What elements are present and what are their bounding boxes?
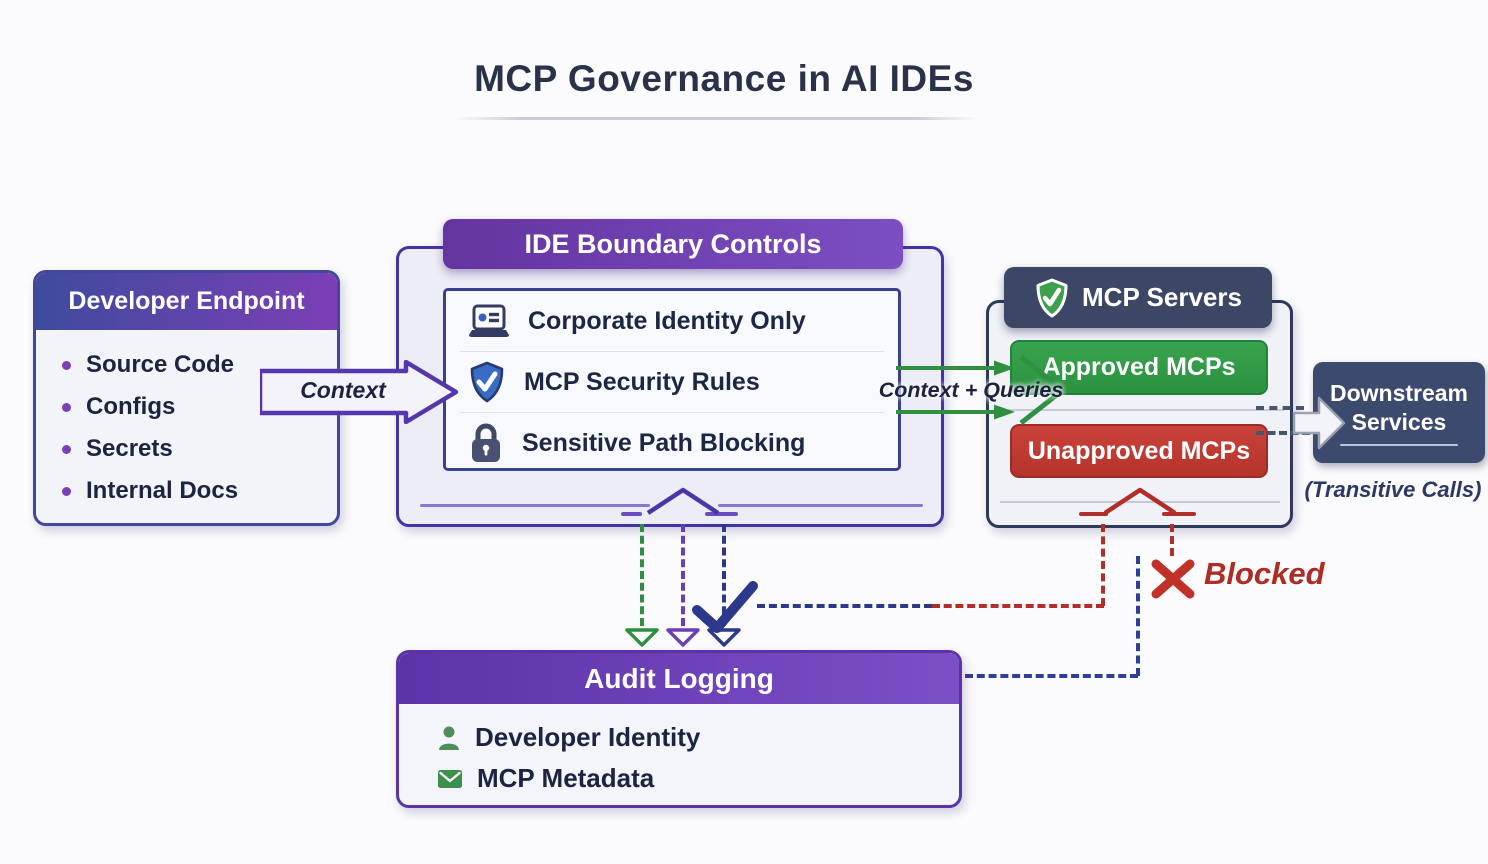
downstream-title-line1: Downstream bbox=[1329, 379, 1469, 406]
bullet-icon bbox=[62, 360, 71, 370]
list-item: Secrets bbox=[62, 428, 337, 470]
list-item-label: Configs bbox=[86, 393, 176, 420]
downstream-services-box: Downstream Services bbox=[1313, 362, 1485, 463]
transitive-calls-label: (Transitive Calls) bbox=[1304, 477, 1482, 502]
downstream-title-line2: Services bbox=[1351, 408, 1447, 435]
list-item: Configs bbox=[62, 386, 337, 428]
arrowhead-down-green-icon bbox=[625, 628, 659, 647]
audit-logging-header: Audit Logging bbox=[399, 653, 959, 704]
context-arrow-icon bbox=[260, 360, 459, 424]
dashed-link bbox=[1256, 406, 1304, 410]
downstream-arrow-icon bbox=[1292, 396, 1346, 450]
page-title: MCP Governance in AI IDEs bbox=[474, 58, 974, 99]
list-item-label: Source Code bbox=[86, 351, 235, 378]
list-item: Source Code bbox=[62, 344, 337, 386]
checkmark-icon bbox=[692, 581, 758, 633]
blocked-dashed-line bbox=[1101, 524, 1105, 606]
audit-item-label: Developer Identity bbox=[475, 722, 701, 752]
mcp-servers-title: MCP Servers bbox=[1082, 282, 1242, 312]
bullet-icon bbox=[62, 486, 71, 496]
divider bbox=[460, 412, 884, 413]
mcp-servers-header: MCP Servers bbox=[1004, 267, 1272, 328]
ide-inner-accent-line bbox=[718, 504, 923, 507]
audit-logging-box: Audit Logging Developer Identity MCP Met… bbox=[396, 650, 962, 808]
approved-mcps-badge: Approved MCPs bbox=[1010, 340, 1268, 395]
border-dash bbox=[621, 512, 642, 516]
audit-dashed-line-green bbox=[640, 524, 644, 626]
blocked-label: Blocked bbox=[1204, 556, 1325, 591]
lock-icon bbox=[472, 423, 500, 462]
audit-logging-list: Developer Identity MCP Metadata bbox=[399, 704, 959, 799]
audit-dashed-line-purple bbox=[681, 524, 685, 626]
control-row: Corporate Identity Only bbox=[446, 291, 898, 351]
control-label: Sensitive Path Blocking bbox=[522, 428, 806, 457]
dashed-link bbox=[1256, 431, 1310, 435]
list-item: Developer Identity bbox=[437, 717, 959, 758]
bullet-icon bbox=[62, 444, 71, 454]
context-arrow-label: Context bbox=[300, 377, 386, 403]
arrowhead-down-navy-icon bbox=[707, 628, 741, 647]
laptop-id-icon bbox=[469, 304, 509, 337]
context-queries-label: Context + Queries bbox=[878, 378, 1064, 402]
divider bbox=[1000, 501, 1280, 503]
list-item-label: Internal Docs bbox=[86, 477, 239, 504]
divider bbox=[460, 351, 884, 352]
list-item-label: Secrets bbox=[86, 435, 173, 462]
chevron-up-icon bbox=[646, 487, 720, 515]
control-row: Sensitive Path Blocking bbox=[446, 413, 898, 473]
list-item: MCP Metadata bbox=[437, 758, 959, 799]
developer-endpoint-header: Developer Endpoint bbox=[36, 273, 337, 330]
mcp-audit-dashed-line bbox=[1136, 556, 1140, 676]
border-dash bbox=[1079, 512, 1108, 516]
control-label: MCP Security Rules bbox=[524, 367, 760, 396]
control-row: MCP Security Rules bbox=[446, 352, 898, 412]
audit-dashed-line-navy bbox=[722, 524, 726, 626]
audit-item-label: MCP Metadata bbox=[477, 763, 655, 793]
blocked-dashed-line bbox=[1170, 524, 1174, 556]
ide-controls-list: Corporate Identity Only MCP Security Rul… bbox=[443, 288, 901, 471]
ide-inner-accent-line bbox=[420, 504, 650, 507]
shield-check-icon bbox=[1036, 278, 1068, 317]
chevron-up-red-icon bbox=[1103, 487, 1177, 515]
border-dash bbox=[1162, 512, 1196, 516]
unapproved-mcps-badge: Unapproved MCPs bbox=[1010, 424, 1268, 478]
control-label: Corporate Identity Only bbox=[528, 306, 806, 335]
developer-endpoint-list: Source Code Configs Secrets Internal Doc… bbox=[36, 330, 337, 512]
list-item: Internal Docs bbox=[62, 470, 337, 512]
downstream-underline bbox=[1340, 443, 1458, 447]
shield-check-icon bbox=[470, 361, 504, 403]
context-queries-arrow-icon bbox=[896, 355, 1066, 425]
dashed-link-red bbox=[932, 604, 1104, 608]
x-mark-icon bbox=[1151, 559, 1195, 599]
title-underline bbox=[455, 117, 980, 120]
envelope-icon bbox=[438, 769, 462, 788]
dashed-link-navy bbox=[757, 604, 932, 608]
border-dash bbox=[705, 512, 738, 516]
mcp-audit-dashed-line bbox=[965, 674, 1138, 678]
arrowhead-down-purple-icon bbox=[666, 628, 700, 647]
person-icon bbox=[439, 726, 459, 750]
bullet-icon bbox=[62, 402, 71, 412]
ide-boundary-header: IDE Boundary Controls bbox=[443, 219, 903, 269]
divider bbox=[996, 409, 1284, 411]
